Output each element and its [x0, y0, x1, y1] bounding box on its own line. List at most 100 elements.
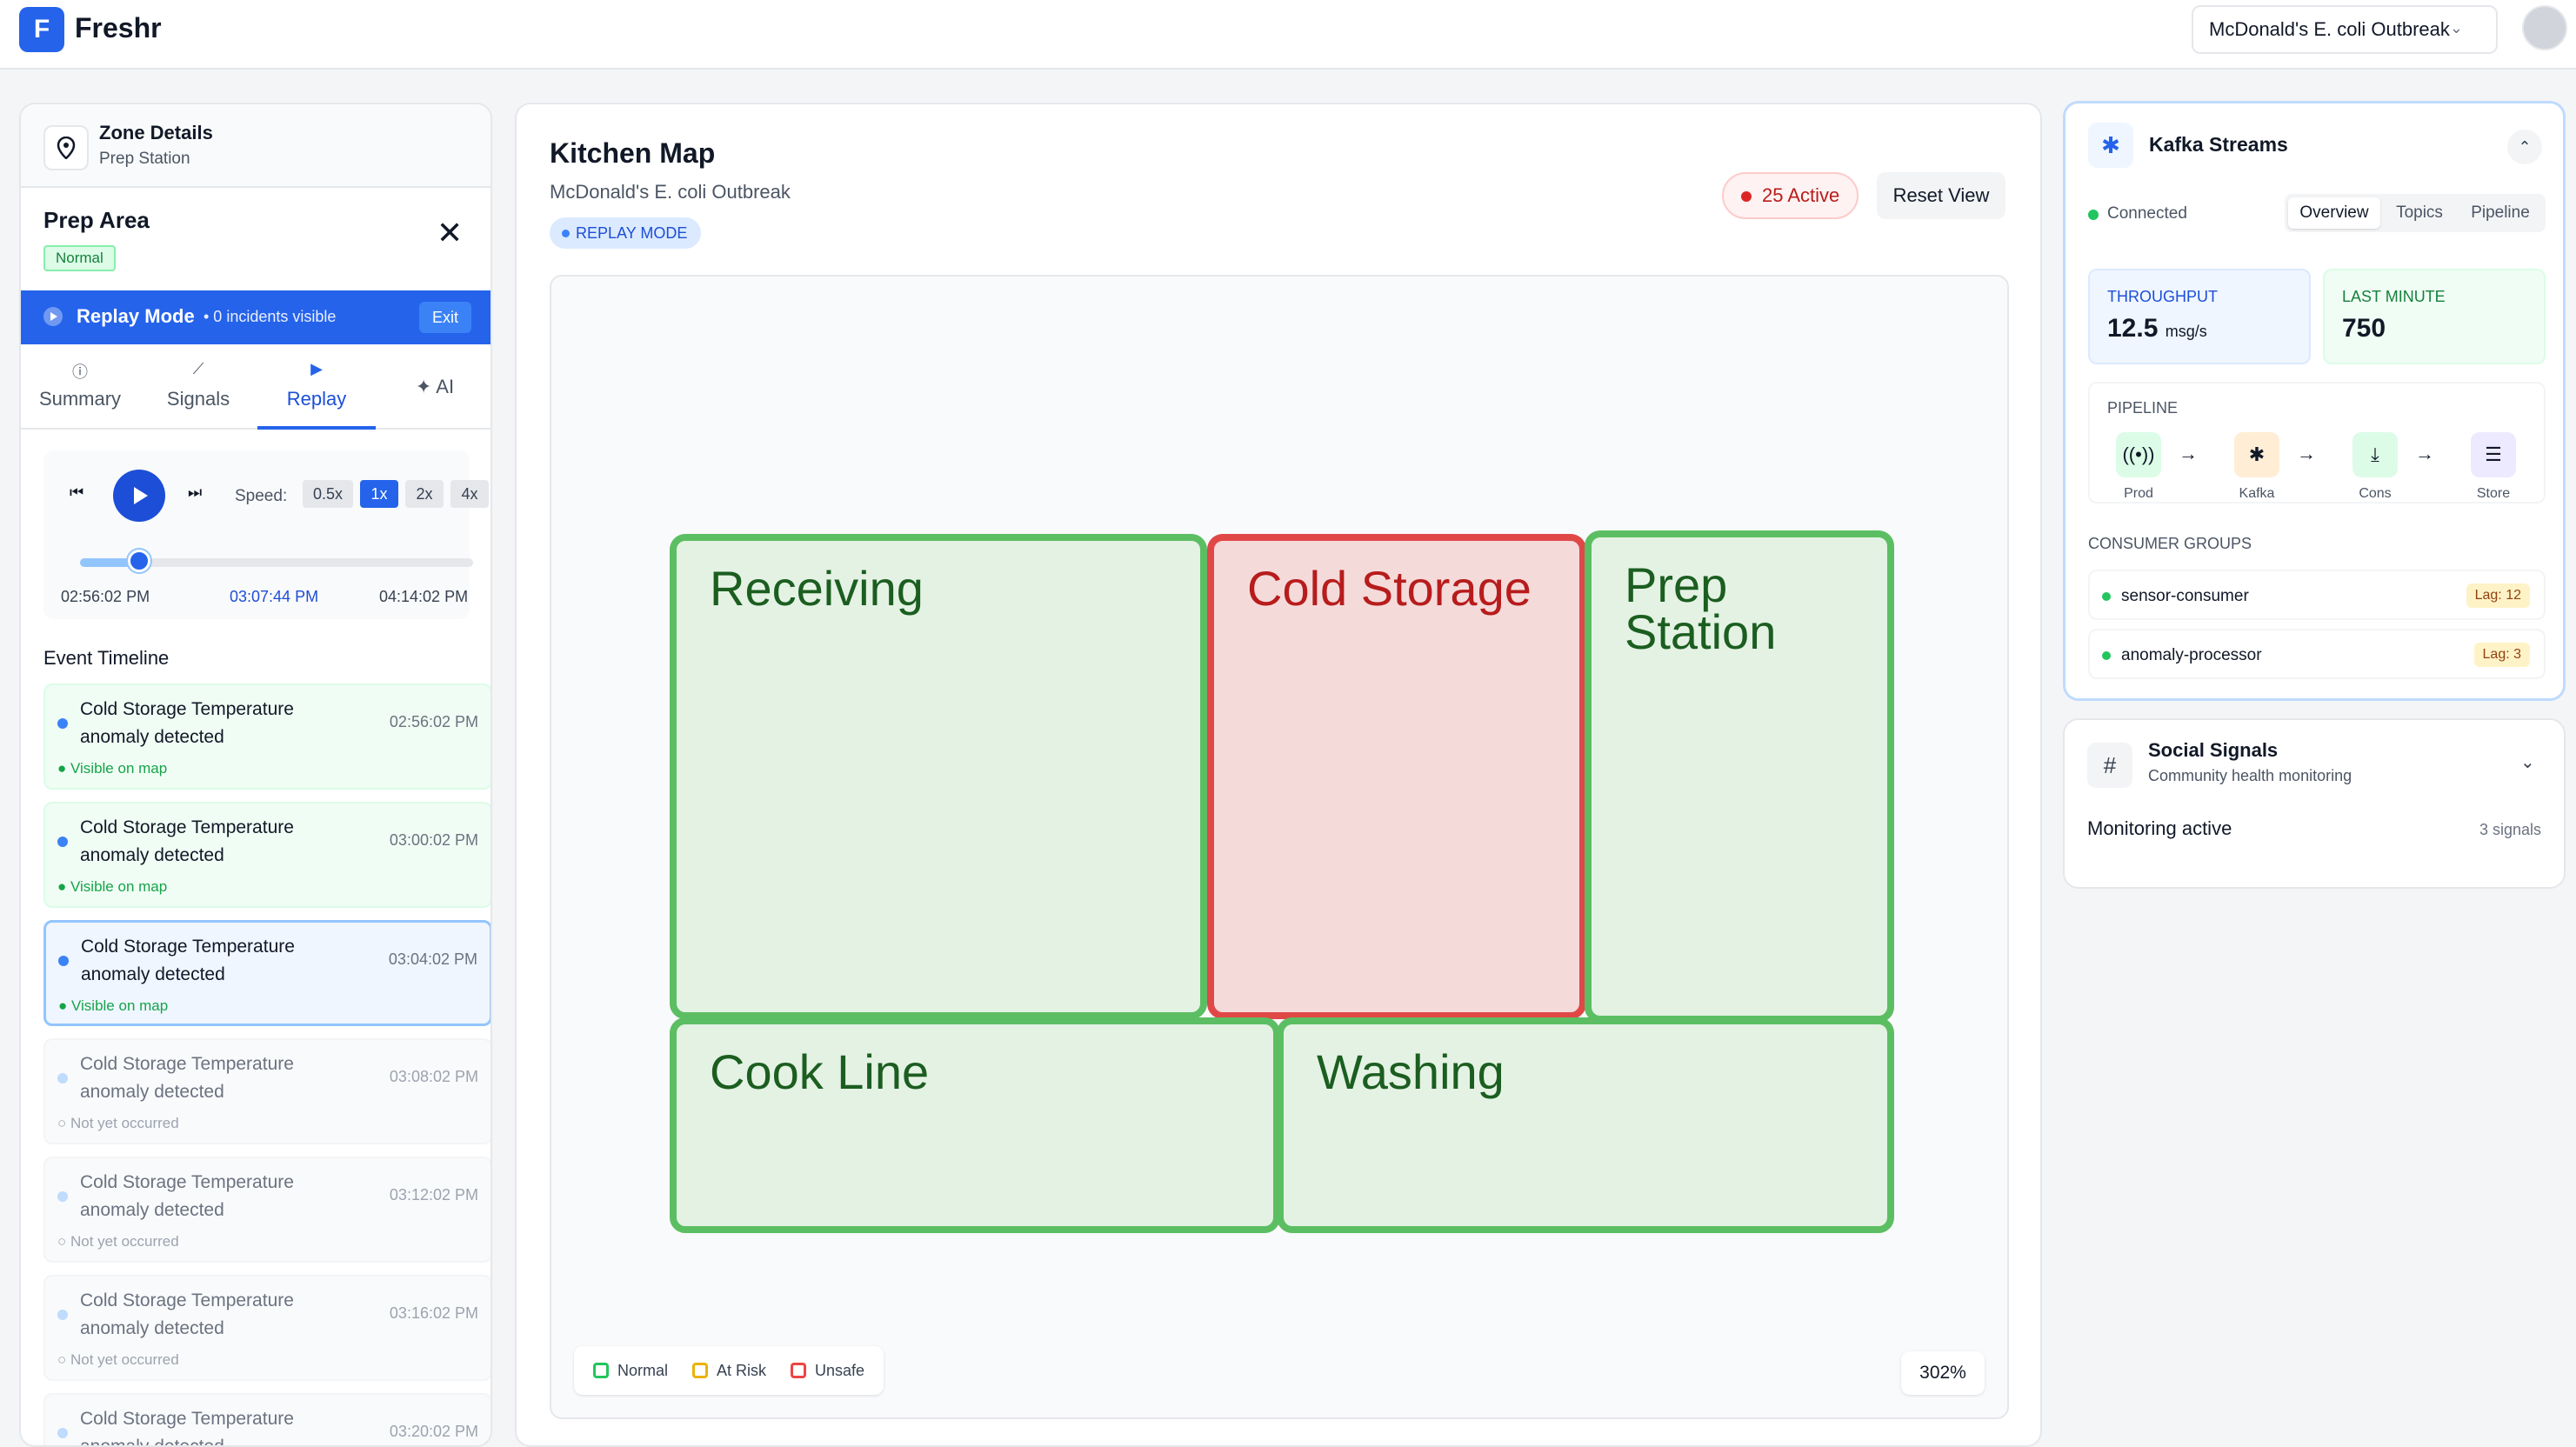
last-minute-label: LAST MINUTE	[2342, 288, 2446, 305]
zone-label: Washing	[1317, 1044, 1505, 1099]
speed-1x-button[interactable]: 1x	[360, 480, 398, 508]
replay-scrubber[interactable]	[80, 558, 473, 567]
top-bar: F Freshr McDonald's E. coli Outbreak ⌄	[0, 0, 2576, 70]
event-text: Cold Storage Temperature anomaly detecte…	[80, 817, 294, 865]
hash-icon: #	[2087, 743, 2132, 788]
tab-summary[interactable]: ⓘ Summary	[21, 348, 139, 430]
map-pin-icon	[43, 125, 89, 170]
trend-icon: ⟋	[192, 360, 204, 377]
event-time: 03:08:02 PM	[389, 1068, 478, 1085]
timeline-event[interactable]: Cold Storage Temperature anomaly detecte…	[43, 1038, 491, 1144]
legend-swatch-unsafe	[791, 1363, 807, 1378]
timeline-event[interactable]: Cold Storage Temperature anomaly detecte…	[43, 1275, 491, 1381]
replay-banner-subtitle: • 0 incidents visible	[204, 308, 337, 325]
event-status: ● Visible on map	[58, 997, 169, 1014]
event-dot	[57, 1310, 68, 1320]
monitoring-status: Monitoring active	[2087, 817, 2232, 839]
zone-cook-line[interactable]: Cook Line	[670, 1017, 1280, 1233]
legend-normal: Normal	[593, 1362, 668, 1380]
kafka-tabs: Overview Topics Pipeline	[2285, 194, 2546, 232]
consumer-status-dot	[2102, 651, 2111, 660]
zone-receiving[interactable]: Receiving	[670, 534, 1207, 1019]
event-time: 03:04:02 PM	[388, 950, 477, 968]
active-incidents-badge[interactable]: 25 Active	[1722, 172, 1859, 219]
last-minute-value: 750	[2342, 314, 2386, 343]
social-signals-card: # Social Signals Community health monito…	[2063, 718, 2566, 889]
connection-status: Connected	[2107, 204, 2187, 223]
close-icon[interactable]: ✕	[437, 215, 464, 250]
chevron-down-icon: ⌄	[2449, 19, 2463, 37]
pipeline-node-label: Kafka	[2239, 486, 2275, 501]
speed-2x-button[interactable]: 2x	[405, 480, 444, 508]
timeline-event[interactable]: Cold Storage Temperature anomaly detecte…	[43, 1157, 491, 1263]
download-icon[interactable]: ⤓	[2352, 432, 2398, 477]
event-text: Cold Storage Temperature anomaly detecte…	[80, 1409, 294, 1447]
exit-replay-button[interactable]: Exit	[419, 302, 471, 333]
last-minute-metric: LAST MINUTE 750	[2323, 269, 2546, 364]
speed-0.5x-button[interactable]: 0.5x	[303, 480, 353, 508]
timeline-event[interactable]: Cold Storage Temperature anomaly detecte…	[43, 1393, 491, 1447]
event-text: Cold Storage Temperature anomaly detecte…	[80, 1054, 294, 1102]
legend-label: Normal	[617, 1361, 669, 1379]
tab-signals[interactable]: ⟋ Signals	[139, 348, 257, 430]
throughput-value-line: 12.5 msg/s	[2107, 314, 2207, 343]
zone-washing[interactable]: Washing	[1277, 1017, 1894, 1233]
info-icon: ⓘ	[72, 363, 88, 381]
kafka-node-icon[interactable]: ✱	[2234, 432, 2279, 477]
event-time: 02:56:02 PM	[389, 713, 478, 730]
zone-prep-station[interactable]: Prep Station	[1585, 530, 1894, 1023]
kitchen-map-subtitle: McDonald's E. coli Outbreak	[550, 181, 791, 203]
consumer-group-row[interactable]: sensor-consumer Lag: 12	[2088, 570, 2546, 620]
broadcast-icon[interactable]: ((•))	[2116, 432, 2161, 477]
app-logo[interactable]: F	[19, 7, 64, 52]
skip-forward-icon[interactable]: ⏭	[188, 483, 203, 501]
tab-pipeline[interactable]: Pipeline	[2471, 203, 2530, 222]
signal-count: 3 signals	[2479, 821, 2541, 838]
kafka-icon: ✱	[2088, 123, 2133, 168]
tab-overview[interactable]: Overview	[2288, 197, 2380, 229]
incident-selector-value: McDonald's E. coli Outbreak	[2209, 18, 2450, 40]
event-status: ○ Not yet occurred	[57, 1233, 179, 1250]
social-signals-title: Social Signals	[2148, 739, 2279, 761]
consumer-status-dot	[2102, 592, 2111, 601]
event-text: Cold Storage Temperature anomaly detecte…	[80, 1290, 294, 1338]
scrubber-handle[interactable]	[127, 550, 150, 572]
timeline-event[interactable]: Cold Storage Temperature anomaly detecte…	[43, 683, 491, 790]
timeline-event-selected[interactable]: Cold Storage Temperature anomaly detecte…	[43, 920, 491, 1026]
event-time: 03:20:02 PM	[389, 1423, 478, 1440]
tab-replay[interactable]: ▶ Replay	[257, 348, 376, 430]
consumer-group-name: sensor-consumer	[2121, 587, 2249, 605]
play-button[interactable]	[113, 470, 165, 522]
legend-swatch-normal	[593, 1363, 609, 1378]
database-icon[interactable]: ☰	[2471, 432, 2516, 477]
speed-4x-button[interactable]: 4x	[450, 480, 489, 508]
kafka-title: Kafka Streams	[2149, 133, 2288, 156]
chevron-up-icon[interactable]: ⌃	[2507, 130, 2542, 164]
user-avatar[interactable]	[2522, 5, 2567, 50]
skip-back-icon[interactable]: ⏮	[70, 483, 84, 501]
zoom-level: 302%	[1901, 1351, 1985, 1395]
reset-view-button[interactable]: Reset View	[1877, 172, 2005, 219]
pipeline-node-label: Store	[2476, 486, 2511, 501]
start-time: 02:56:02 PM	[61, 588, 150, 605]
legend-swatch-at-risk	[692, 1363, 709, 1378]
event-time: 03:12:02 PM	[389, 1186, 478, 1204]
incident-selector[interactable]: McDonald's E. coli Outbreak ⌄	[2192, 5, 2498, 54]
chevron-down-icon[interactable]: ⌄	[2520, 753, 2535, 772]
consumer-group-row[interactable]: anomaly-processor Lag: 3	[2088, 629, 2546, 679]
zone-label: Receiving	[710, 561, 924, 616]
timeline-event[interactable]: Cold Storage Temperature anomaly detecte…	[43, 802, 491, 908]
kitchen-map-panel: Kitchen Map McDonald's E. coli Outbreak …	[515, 103, 2042, 1447]
kitchen-map-canvas[interactable]: Receiving Cold Storage Prep Station Cook…	[550, 275, 2009, 1419]
zone-label: Prep Station	[1625, 557, 1777, 659]
zone-cold-storage[interactable]: Cold Storage	[1207, 534, 1586, 1019]
pipeline-label: PIPELINE	[2107, 399, 2179, 417]
tab-topics[interactable]: Topics	[2396, 203, 2443, 222]
scrubber-progress	[80, 558, 139, 567]
tab-ai[interactable]: ✦ AI	[376, 348, 491, 430]
tab-ai-label: AI	[436, 376, 455, 397]
event-dot	[57, 1073, 68, 1084]
event-dot	[57, 1191, 68, 1202]
sparkle-icon: ✦	[415, 376, 432, 397]
zone-details-header: Zone Details Prep Station	[21, 104, 491, 188]
